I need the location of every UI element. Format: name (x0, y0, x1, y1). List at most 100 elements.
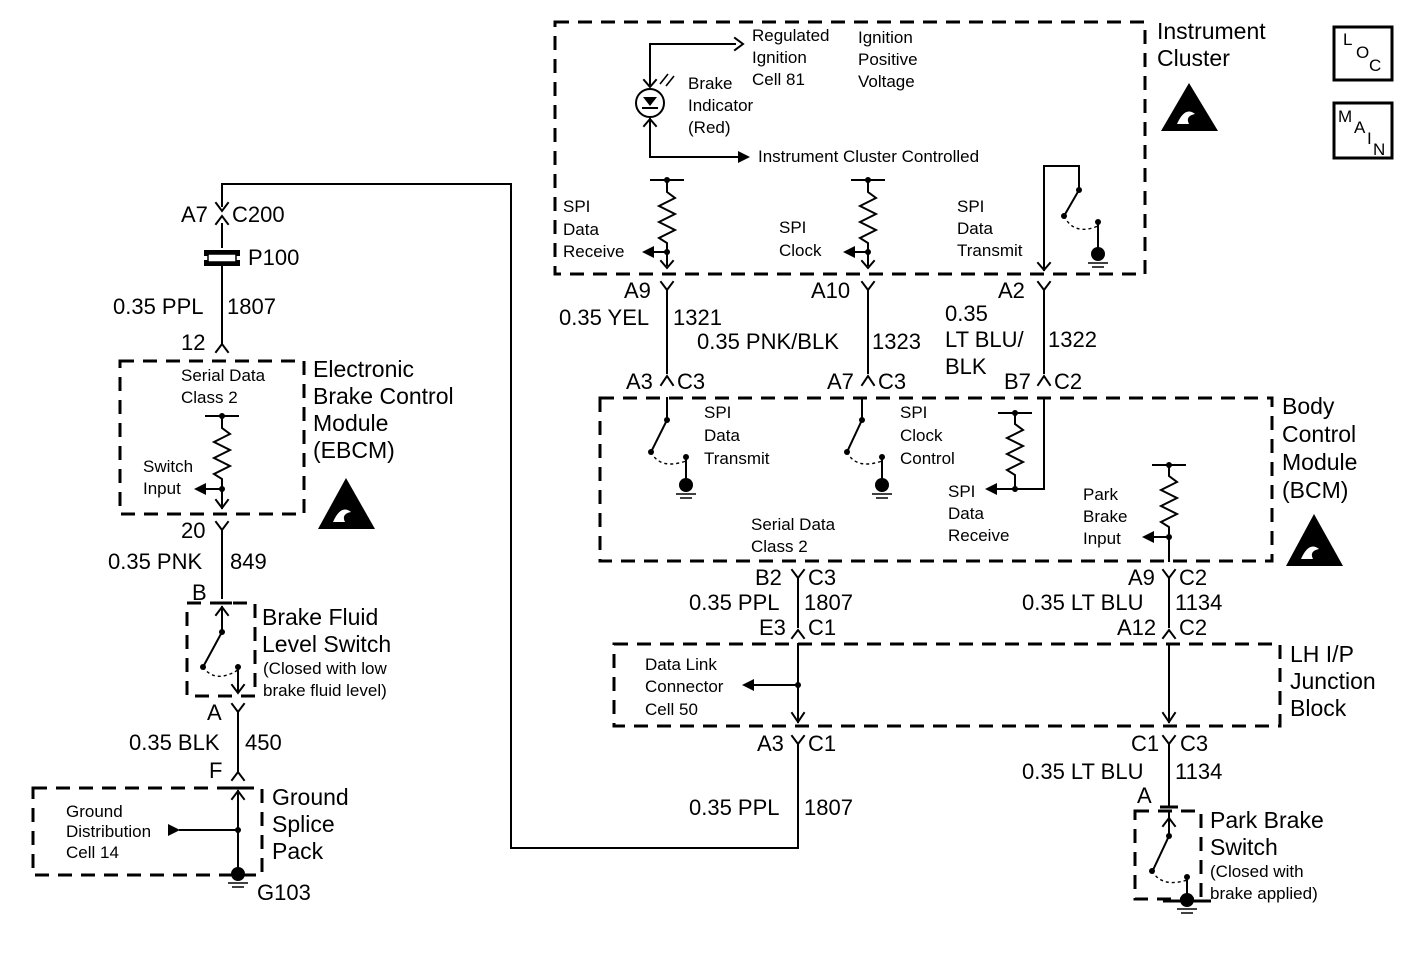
park-brake-switch-symbol (1149, 805, 1211, 914)
instrument-cluster: Instrument Cluster Regulated Ignition Ce… (553, 18, 1266, 276)
ignition-positive-label-1: Ignition (858, 28, 913, 47)
ignition-positive-label-3: Voltage (858, 72, 915, 91)
jb-pin-a12: A12 (1117, 615, 1156, 640)
brake-indicator-label-2: Indicator (688, 96, 754, 115)
loc-letter-o: O (1356, 43, 1369, 62)
wire-849-circuit: 849 (230, 549, 267, 574)
jb-conn-a12-c2: C2 (1179, 615, 1207, 640)
junction-block-boundary (612, 642, 1282, 728)
bfl-switch-note-1: (Closed with low (263, 659, 387, 678)
bfl-switch-note-2: brake fluid level) (263, 681, 387, 700)
lh-ip-junction-block: LH I/P Junction Block Data Link Connecto… (612, 641, 1376, 728)
junction-title-2: Junction (1290, 668, 1376, 694)
regulated-label-2: Ignition (752, 48, 807, 67)
ebcm-title-1: Electronic (313, 356, 414, 382)
bcm-pin-a3: A3 (626, 369, 653, 394)
bcm-title-4: (BCM) (1282, 477, 1348, 503)
ebcm-title-2: Brake Control (313, 383, 454, 409)
bcm-conn-b7-c2: C2 (1054, 369, 1082, 394)
wire-450-gauge: 0.35 BLK (129, 730, 220, 755)
wire-1322 (1036, 280, 1052, 387)
jb-pin-a3: A3 (757, 731, 784, 756)
wire-1321-circuit: 1321 (673, 305, 722, 330)
esd-warning-icon (318, 478, 375, 529)
p100-label: P100 (248, 245, 299, 270)
wire-1321 (659, 280, 675, 387)
pbs-pin-a: A (1137, 783, 1152, 808)
wire-1807-low-circuit: 1807 (804, 795, 853, 820)
c200-pin-a7: A7 (181, 202, 208, 227)
ground-dist-label-2: Distribution (66, 822, 151, 841)
bcm-spi-clock-label-2: Clock (900, 426, 943, 445)
jb-pin-c1: C1 (1131, 731, 1159, 756)
bcm-park-brake-resistor (1142, 462, 1186, 562)
ic-spi-receive-resistor (642, 177, 684, 270)
ebcm-switch-input-label-2: Input (143, 479, 181, 498)
wire-1134-low-circuit: 1134 (1175, 759, 1222, 784)
ground-splice-title-1: Ground (272, 784, 349, 810)
jb-conn-c1-c3: C3 (1180, 731, 1208, 756)
loc-button[interactable]: L O C (1332, 25, 1394, 82)
junction-title-1: LH I/P (1290, 641, 1354, 667)
ignition-positive-label-2: Positive (858, 50, 918, 69)
bcm-park-brake-label-2: Brake (1083, 507, 1127, 526)
ic-spi-receive-label-3: Receive (563, 242, 624, 261)
wire-1807-mid-circuit: 1807 (804, 590, 853, 615)
bcm-serial-data-label-1: Serial Data (751, 515, 836, 534)
bcm-spi-transmit-label-3: Transmit (704, 449, 770, 468)
bcm-park-brake-label-1: Park (1083, 485, 1118, 504)
splice-p100 (204, 250, 240, 345)
bcm-spi-clock-switch (844, 397, 892, 499)
wire-1322-gauge-1: 0.35 (945, 301, 988, 326)
ground-dist-label-1: Ground (66, 802, 123, 821)
ic-spi-transmit-switch (1036, 165, 1108, 272)
wire-849 (214, 520, 230, 599)
park-brake-switch-note-2: brake applied) (1210, 884, 1318, 903)
bcm-spi-receive-label-3: Receive (948, 526, 1009, 545)
ebcm-title-3: Module (313, 410, 388, 436)
ic-spi-clock-label-2: Clock (779, 241, 822, 260)
ebcm-pin-20: 20 (181, 518, 205, 543)
wire-1134-mid-circuit: 1134 (1175, 590, 1222, 615)
ebcm-serial-data-label-1: Serial Data (181, 366, 266, 385)
bfl-pin-a: A (207, 700, 222, 725)
bcm-conn-b2-c3: C3 (808, 565, 836, 590)
bfl-pin-b: B (192, 580, 207, 605)
regulated-label-3: Cell 81 (752, 70, 805, 89)
esd-warning-icon (1161, 83, 1218, 131)
park-brake-switch-note-1: (Closed with (1210, 862, 1304, 881)
ebcm-serial-data-label-2: Class 2 (181, 388, 238, 407)
bcm-pin-a9: A9 (1128, 565, 1155, 590)
wire-1321-gauge: 0.35 YEL (559, 305, 649, 330)
jb-park-brake-passthru (1161, 643, 1177, 724)
wire-1323-gauge: 0.35 PNK/BLK (697, 329, 839, 354)
bcm-boundary (598, 396, 1274, 563)
ic-pin-a2: A2 (998, 278, 1025, 303)
ic-spi-clock-resistor (843, 177, 885, 270)
ic-spi-receive-label-1: SPI (563, 197, 590, 216)
loc-letter-l: L (1343, 30, 1352, 49)
brake-indicator-label-1: Brake (688, 74, 732, 93)
ebcm-switch-input-resistor (194, 413, 239, 510)
wire-1323-circuit: 1323 (872, 329, 921, 354)
wire-450 (230, 702, 246, 782)
bcm-spi-clock-label-3: Control (900, 449, 955, 468)
ground-g103-label: G103 (257, 880, 311, 905)
bcm-title-1: Body (1282, 393, 1335, 419)
dlc-branch (742, 643, 806, 724)
main-letter-a: A (1354, 118, 1366, 137)
ebcm-title-4: (EBCM) (313, 437, 395, 463)
brake-fluid-level-switch: Brake Fluid Level Switch (Closed with lo… (185, 601, 391, 700)
ic-pin-a10: A10 (811, 278, 850, 303)
ground-pin-f: F (209, 758, 222, 783)
dlc-label-1: Data Link (645, 655, 717, 674)
main-button[interactable]: M A I N (1332, 101, 1394, 160)
dlc-label-3: Cell 50 (645, 700, 698, 719)
ebcm-pin-12: 12 (181, 330, 205, 355)
main-letter-m: M (1338, 107, 1352, 126)
ebcm-boundary (118, 359, 306, 516)
wire-1322-circuit: 1322 (1048, 327, 1097, 352)
ic-spi-receive-label-2: Data (563, 220, 599, 239)
ground-splice-boundary (31, 786, 264, 877)
